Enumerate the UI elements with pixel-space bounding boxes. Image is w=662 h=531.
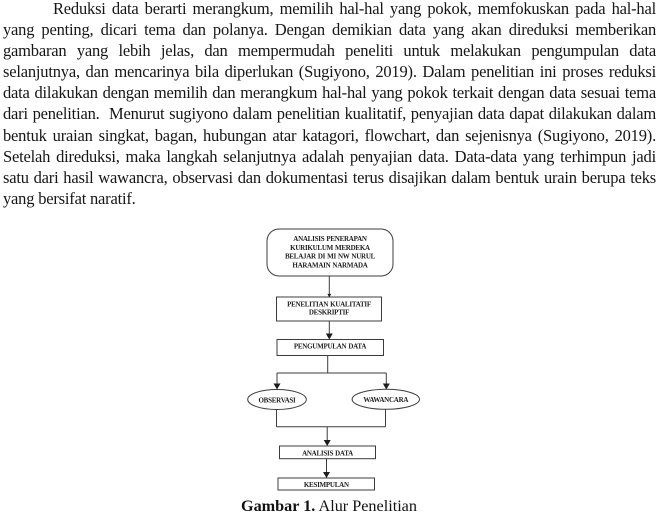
svg-text:PENGUMPULAN DATA: PENGUMPULAN DATA (294, 343, 366, 351)
svg-text:DESKRIPTIF: DESKRIPTIF (309, 309, 349, 317)
svg-text:BELAJAR DI MI NW NURUL: BELAJAR DI MI NW NURUL (285, 253, 376, 261)
svg-text:KURIKULUM MERDEKA: KURIKULUM MERDEKA (290, 244, 370, 252)
svg-text:KESIMPULAN: KESIMPULAN (304, 481, 349, 489)
svg-text:PENELITIAN KUALITATIF: PENELITIAN KUALITATIF (287, 301, 371, 309)
svg-text:WAWANCARA: WAWANCARA (363, 396, 408, 404)
svg-text:HARAMAIN NARMADA: HARAMAIN NARMADA (292, 262, 367, 270)
svg-text:OBSERVASI: OBSERVASI (258, 396, 296, 404)
svg-text:ANALISIS PENERAPAN: ANALISIS PENERAPAN (293, 235, 367, 243)
svg-text:ANALISIS DATA: ANALISIS DATA (302, 449, 353, 457)
